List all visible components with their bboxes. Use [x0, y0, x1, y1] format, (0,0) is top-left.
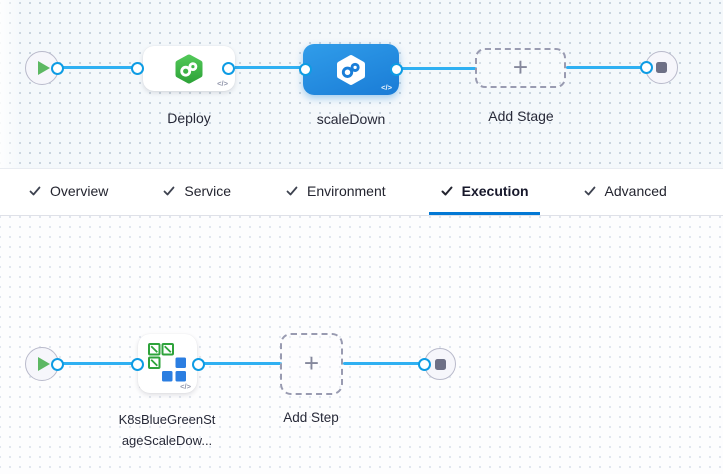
- stage-label-deploy: Deploy: [167, 110, 211, 126]
- add-stage-label: Add Stage: [488, 108, 554, 124]
- play-icon: [37, 357, 50, 371]
- connector-port[interactable]: [418, 358, 431, 371]
- edge-step-addstep: [200, 362, 282, 365]
- connector-port[interactable]: [299, 63, 312, 76]
- tab-label: Overview: [50, 182, 109, 199]
- connector-port[interactable]: [192, 358, 205, 371]
- tab-label: Advanced: [604, 182, 667, 199]
- plus-icon: +: [512, 51, 529, 82]
- connector-port[interactable]: [131, 358, 144, 371]
- check-icon: [285, 184, 299, 198]
- add-step-label: Add Step: [283, 410, 339, 425]
- cd-hexagon-icon: [175, 54, 203, 83]
- edge-deploy-scaledown: [232, 66, 305, 69]
- check-icon: [162, 184, 176, 198]
- stop-icon: [656, 62, 667, 73]
- connector-port[interactable]: [51, 62, 64, 75]
- stage-canvas: </> </> + Deploy scaleDown Add St: [0, 0, 723, 168]
- edge-scaledown-addstage: [399, 67, 477, 70]
- connector-port[interactable]: [131, 62, 144, 75]
- stage-tabbar: Overview Service Environment Execution A…: [0, 168, 723, 216]
- connector-port[interactable]: [51, 358, 64, 371]
- k8s-blue-green-icon: [148, 343, 186, 382]
- tab-overview[interactable]: Overview: [17, 169, 119, 215]
- stage-card-scaledown[interactable]: </>: [303, 44, 399, 95]
- tab-service[interactable]: Service: [151, 169, 242, 215]
- tab-advanced[interactable]: Advanced: [572, 169, 678, 215]
- check-icon: [440, 184, 454, 198]
- connector-port[interactable]: [390, 63, 403, 76]
- connector-port[interactable]: [222, 62, 235, 75]
- check-icon: [583, 184, 597, 198]
- tab-execution[interactable]: Execution: [428, 169, 540, 215]
- play-icon: [37, 61, 50, 75]
- add-step-button[interactable]: +: [280, 333, 343, 395]
- cd-hexagon-icon: [337, 54, 365, 85]
- execution-canvas: </> + K8sBlueGreenStageScaleDow... Add S…: [0, 216, 723, 474]
- code-badge-icon: </>: [217, 79, 228, 88]
- edge-addstep-stop: [343, 362, 425, 365]
- connector-port[interactable]: [640, 61, 653, 74]
- code-badge-icon: </>: [381, 83, 392, 92]
- edge-addstage-stop: [566, 66, 646, 69]
- step-label-k8s-bluegreen-scaledown: K8sBlueGreenStageScaleDow...: [118, 412, 216, 448]
- edge-start-deploy: [52, 66, 140, 69]
- stage-label-scaledown: scaleDown: [316, 111, 386, 127]
- tab-label: Environment: [307, 182, 386, 199]
- edge-start-step: [52, 362, 140, 365]
- add-stage-button[interactable]: +: [475, 48, 566, 88]
- tab-label: Execution: [461, 182, 529, 199]
- code-badge-icon: </>: [180, 382, 191, 391]
- tab-environment[interactable]: Environment: [274, 169, 397, 215]
- step-card-k8s-bluegreen-scaledown[interactable]: </>: [138, 334, 197, 393]
- stage-card-deploy[interactable]: </>: [143, 46, 235, 91]
- check-icon: [28, 184, 42, 198]
- tab-label: Service: [184, 182, 232, 199]
- stop-icon: [434, 358, 446, 370]
- plus-icon: +: [303, 347, 320, 378]
